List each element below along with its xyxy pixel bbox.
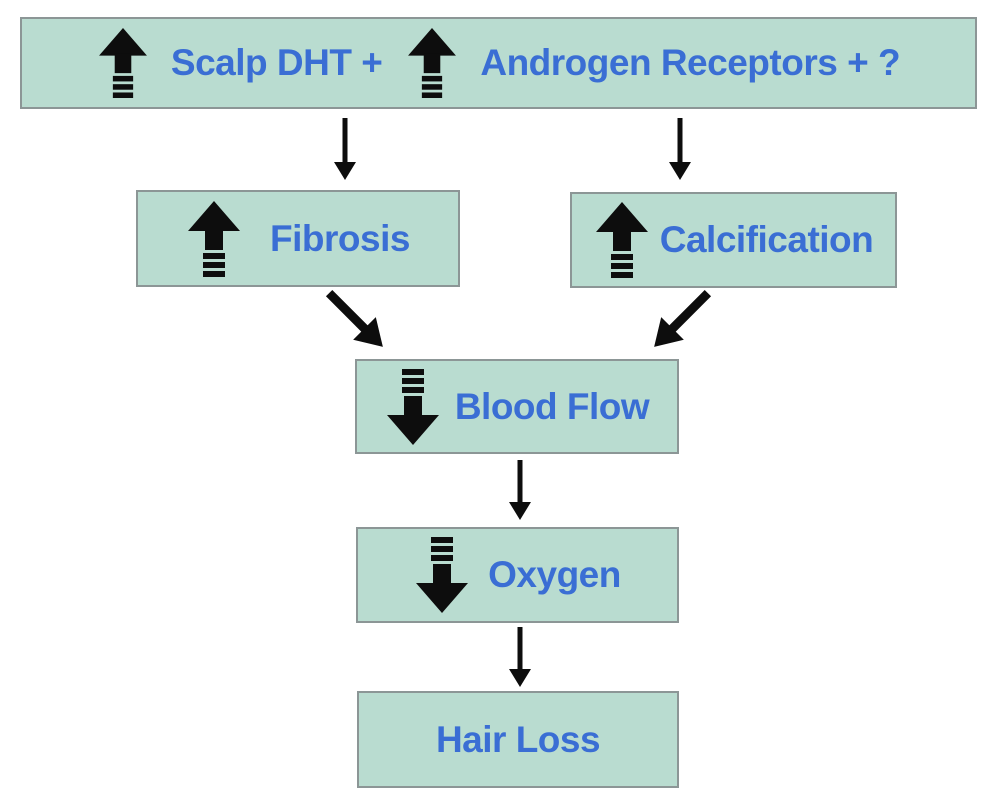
arrow-fibrosis-to-blood-flow-icon (317, 281, 395, 359)
node-fibrosis: Fibrosis (136, 190, 460, 287)
node-scalp-dht-androgen-receptors: Scalp DHT + Androgen Receptors + ? (20, 17, 977, 109)
decrease-arrow-icon (414, 537, 470, 613)
arrow-top-to-fibrosis-icon (332, 118, 358, 180)
node-label: Androgen Receptors + ? (480, 42, 901, 83)
arrow-oxygen-to-hair-loss-icon (507, 627, 533, 687)
node-hair-loss: Hair Loss (357, 691, 679, 788)
arrow-top-to-calcification-icon (667, 118, 693, 180)
node-label: Blood Flow (454, 385, 650, 427)
increase-arrow-icon (97, 28, 149, 98)
androgen-receptors-group: Androgen Receptors + ? (406, 28, 901, 98)
node-label: Oxygen (488, 554, 621, 595)
node-label: Scalp DHT + (170, 42, 383, 83)
increase-arrow-icon (186, 200, 242, 277)
node-oxygen: Oxygen (356, 527, 679, 623)
node-label: Fibrosis (270, 217, 410, 259)
increase-arrow-icon (594, 202, 650, 278)
arrow-calcification-to-blood-flow-icon (642, 281, 720, 359)
node-calcification: Calcification (570, 192, 897, 288)
increase-arrow-icon (406, 28, 458, 98)
node-blood-flow: Blood Flow (355, 359, 679, 454)
node-label: Calcification (659, 219, 874, 260)
decrease-arrow-icon (385, 368, 441, 445)
node-label: Hair Loss (435, 718, 601, 760)
scalp-dht-group: Scalp DHT + (97, 28, 383, 98)
arrow-blood-flow-to-oxygen-icon (507, 460, 533, 520)
